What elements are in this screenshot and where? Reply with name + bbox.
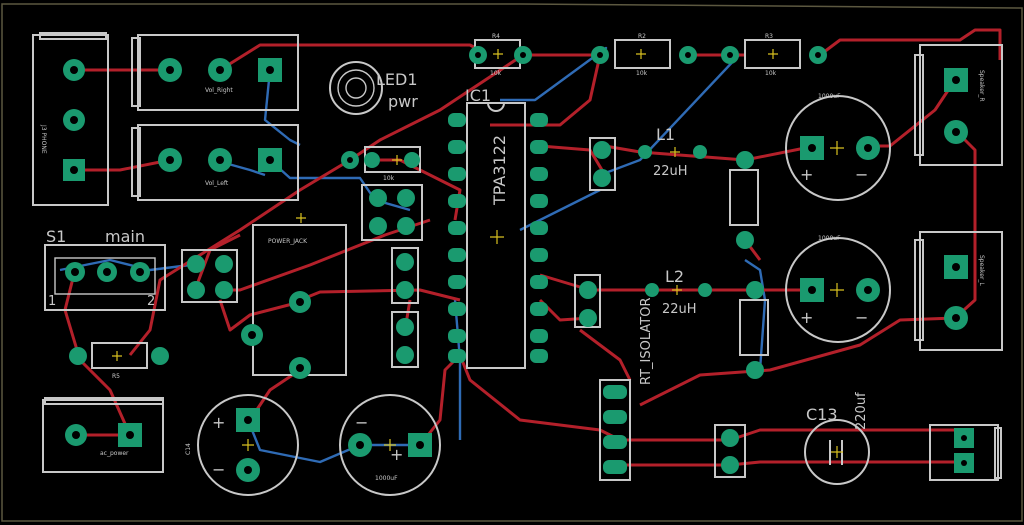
cap-bl-label: C14	[185, 443, 192, 455]
l2-value: 22uH	[662, 302, 697, 317]
vol-right-label: Vol_Right	[205, 87, 233, 94]
pads	[63, 46, 974, 482]
r3-value: 10k	[765, 70, 777, 77]
ac-power-label: ac_power	[100, 450, 129, 457]
pwr-label: pwr	[388, 92, 418, 111]
l2-label: L2	[665, 267, 684, 286]
silkscreen: J3 PHONE Vol_Right Vol_Left LED1 pwr R4 …	[32, 32, 1003, 496]
c13-label: C13	[806, 405, 838, 424]
vol-left-label: Vol_Left	[205, 180, 229, 187]
r3-label: R3	[765, 33, 773, 40]
r4-label: R4	[492, 33, 500, 40]
r5-label: R5	[112, 373, 120, 380]
speaker-l-label: Speaker_L	[978, 255, 985, 286]
power-jack-label: POWER_JACK	[268, 238, 308, 245]
switch-pin-1: 1	[48, 294, 56, 309]
ic1-label: IC1	[465, 86, 491, 105]
led1-label: LED1	[376, 70, 418, 89]
l1-label: L1	[656, 125, 675, 144]
r2-label: R2	[638, 33, 646, 40]
svg-text:+: +	[800, 165, 813, 184]
board-outline	[1, 3, 1023, 522]
c13-value: 220uf	[854, 392, 869, 430]
r4-value: 10k	[490, 70, 502, 77]
s1-label: S1	[46, 227, 66, 246]
top-copper-traces	[63, 28, 1002, 467]
main-label: main	[105, 227, 145, 246]
switch-pin-2: 2	[147, 294, 155, 309]
svg-text:−: −	[855, 308, 868, 327]
cap-bm-value: 1000uF	[375, 475, 398, 482]
r-10k-value: 10k	[383, 175, 395, 182]
svg-text:+: +	[800, 308, 813, 327]
l1-value: 22uH	[653, 164, 688, 179]
cap-mid-value: 1000uF	[818, 235, 841, 242]
j3-phone-label: J3 PHONE	[40, 124, 47, 154]
svg-text:+: +	[390, 445, 403, 464]
component-origins	[112, 49, 844, 458]
speaker-r-label: Speaker_R	[978, 70, 985, 102]
chip-label: TPA3122	[490, 135, 509, 206]
svg-text:−: −	[355, 413, 368, 432]
cap-top-value: 1000uF	[818, 93, 841, 100]
svg-text:−: −	[855, 165, 868, 184]
svg-text:−: −	[212, 460, 225, 479]
rt-isolator-label: RT_ISOLATOR	[639, 298, 654, 385]
r2-value: 10k	[636, 70, 648, 77]
svg-text:+: +	[212, 413, 225, 432]
